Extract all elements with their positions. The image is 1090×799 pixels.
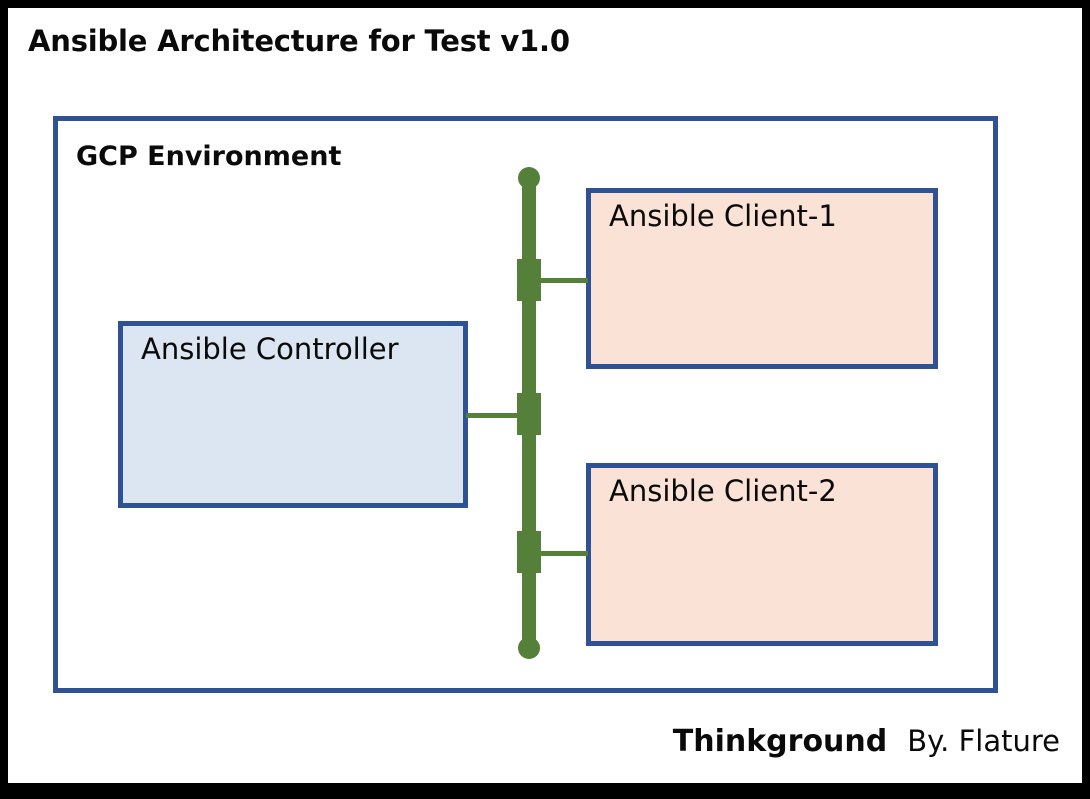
network-bus-endpoint-top — [518, 167, 540, 189]
network-bus-tap-client-2 — [517, 531, 541, 573]
footer-author: By. Flature — [907, 724, 1060, 758]
page-title: Ansible Architecture for Test v1.0 — [28, 24, 570, 58]
connector-bus-to-client-1 — [541, 278, 588, 283]
gcp-environment-boundary — [53, 116, 998, 693]
connector-bus-to-client-2 — [541, 551, 588, 556]
footer-brand: Thinkground — [672, 724, 888, 759]
diagram-page: Ansible Architecture for Test v1.0 GCP E… — [8, 8, 1082, 783]
node-ansible-client-2-label: Ansible Client-2 — [609, 474, 837, 508]
network-bus-tap-controller — [517, 393, 541, 435]
node-ansible-controller[interactable]: Ansible Controller — [118, 321, 468, 508]
footer: Thinkground By. Flature — [673, 724, 1060, 759]
network-bus-tap-client-1 — [517, 259, 541, 301]
node-ansible-client-1[interactable]: Ansible Client-1 — [586, 188, 938, 369]
connector-bus-to-controller — [466, 413, 520, 418]
node-ansible-controller-label: Ansible Controller — [141, 332, 399, 366]
node-ansible-client-2[interactable]: Ansible Client-2 — [586, 463, 938, 646]
gcp-environment-label: GCP Environment — [76, 141, 342, 172]
network-bus-endpoint-bottom — [518, 637, 540, 659]
node-ansible-client-1-label: Ansible Client-1 — [609, 199, 837, 233]
